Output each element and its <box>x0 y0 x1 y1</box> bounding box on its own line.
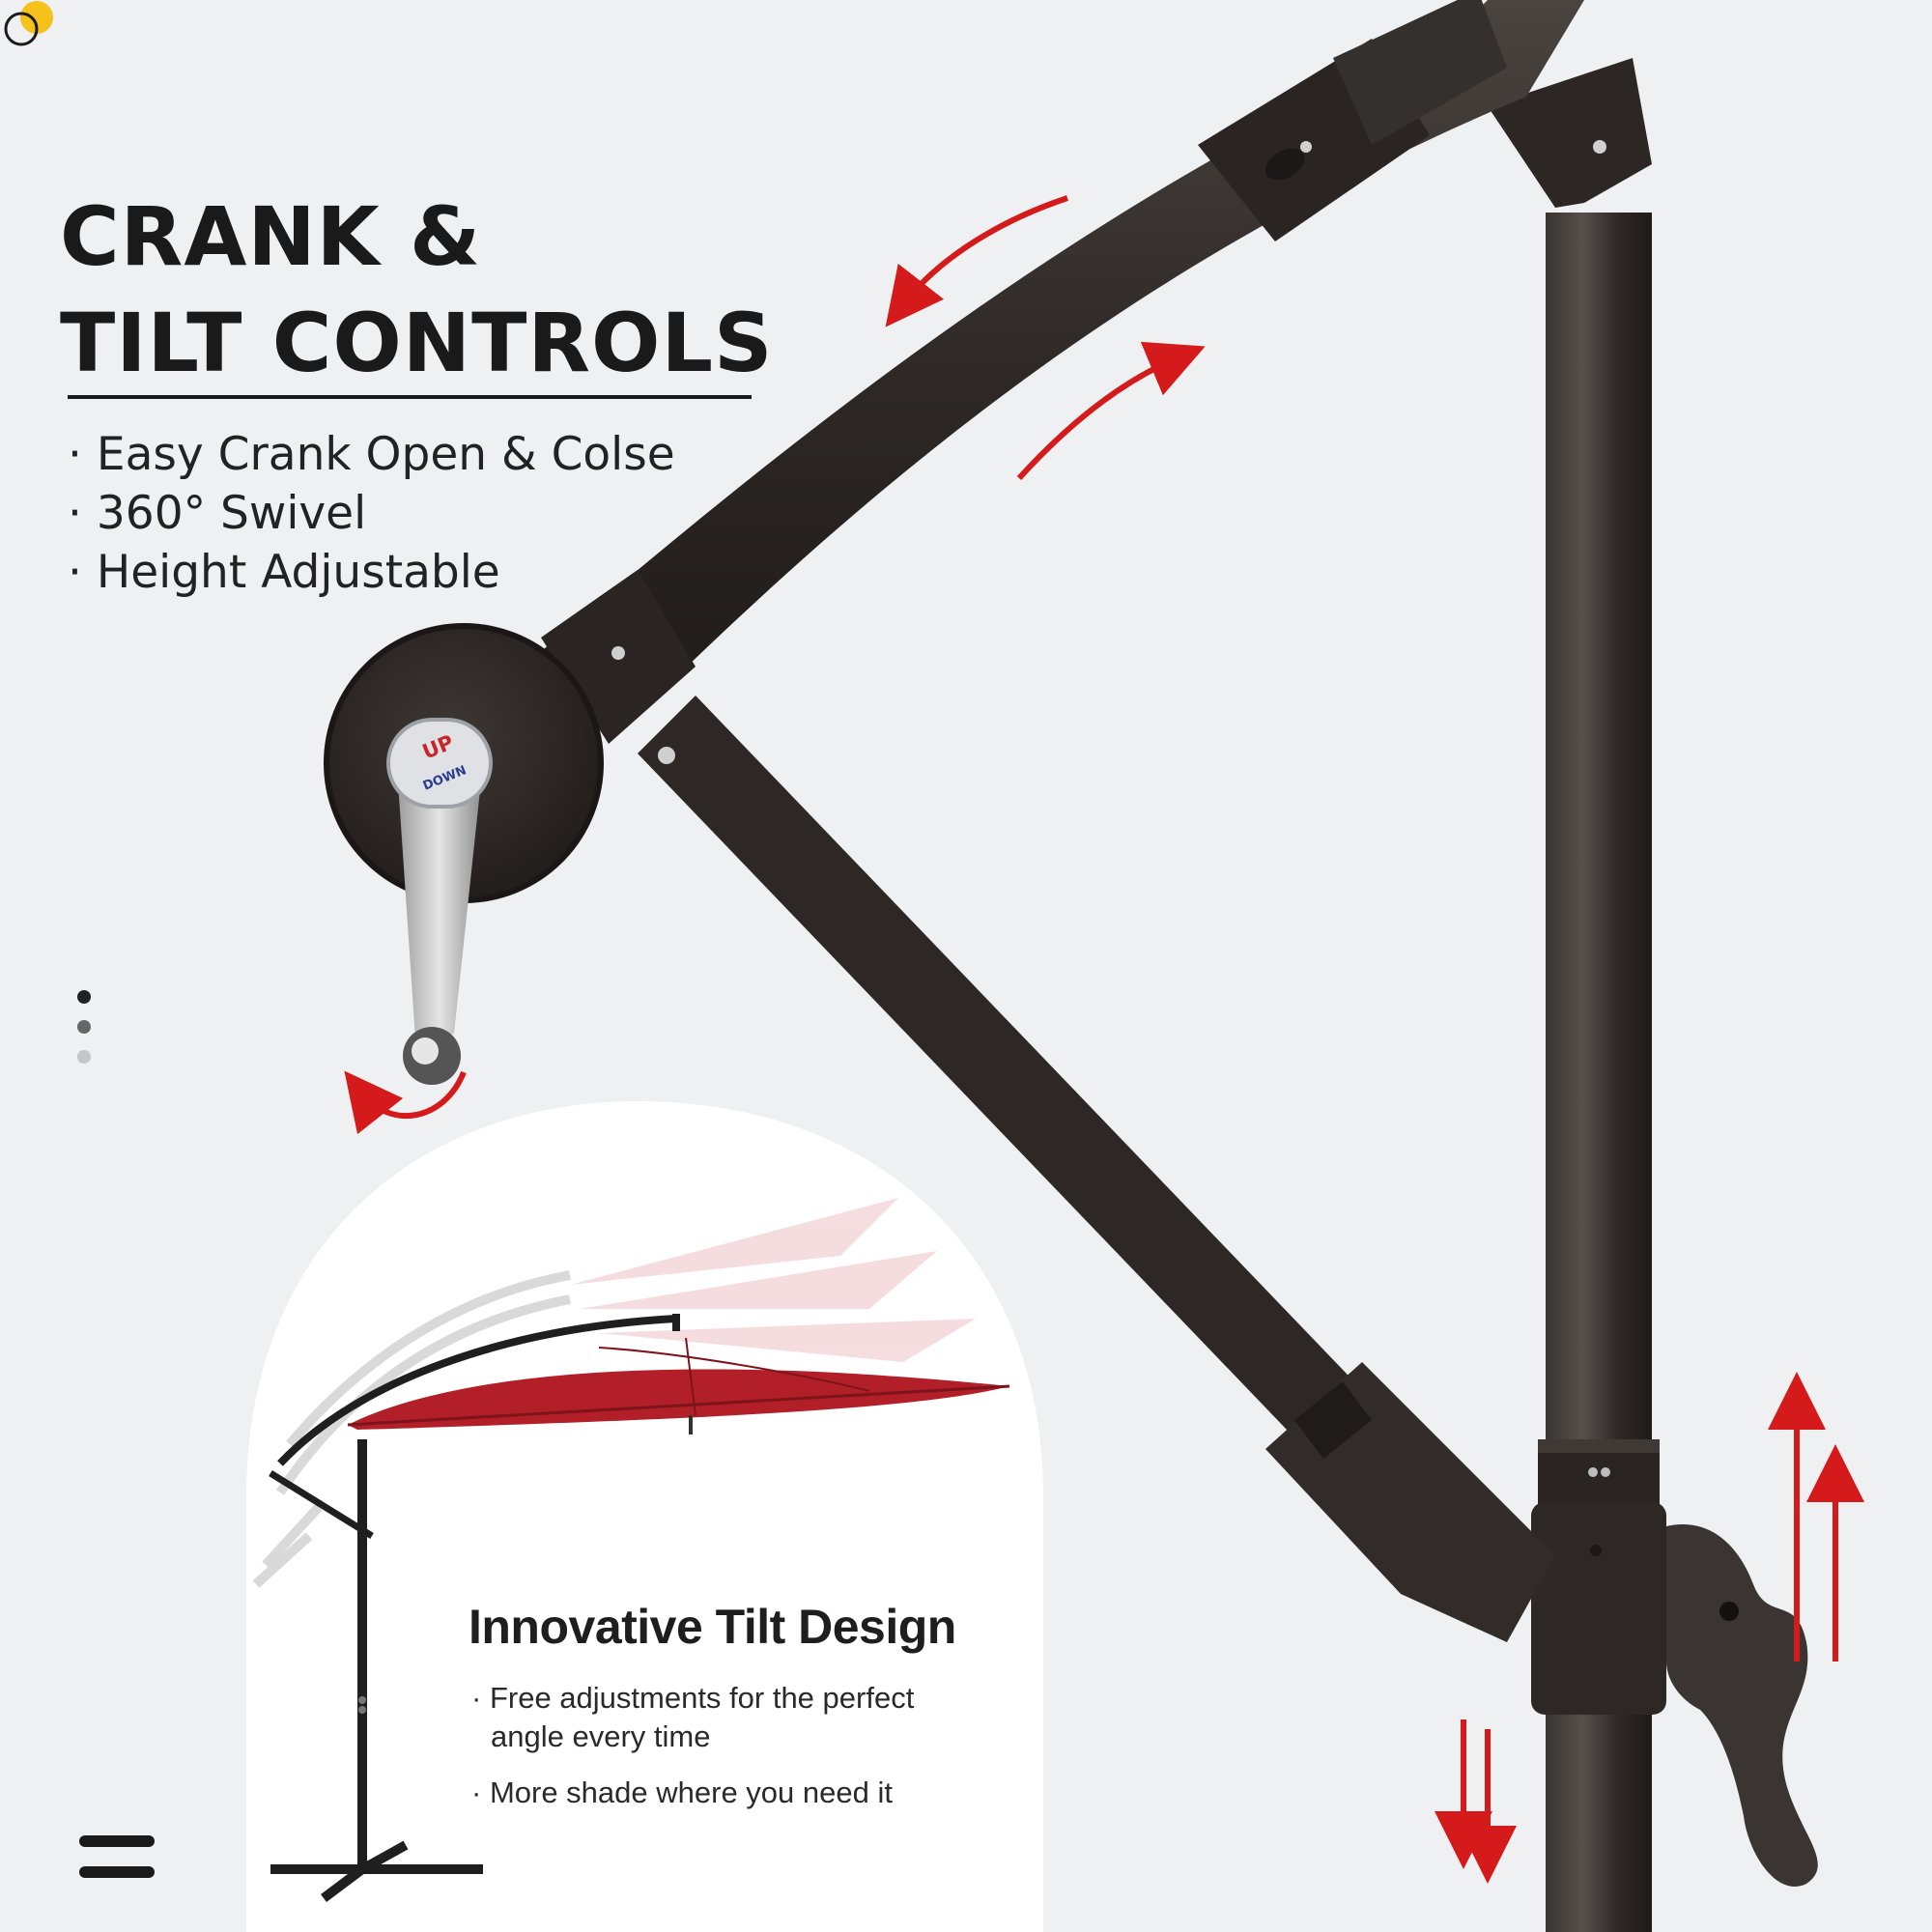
inset-umbrella-ghosts <box>252 1198 976 1588</box>
menu-bar <box>79 1835 155 1847</box>
tilt-lever <box>1666 1524 1818 1887</box>
top-joint <box>1488 58 1652 208</box>
menu-bar <box>79 1866 155 1878</box>
inset-points: Free adjustments for the perfect angle e… <box>471 1679 954 1830</box>
feature-item: Easy Crank Open & Colse <box>68 425 675 484</box>
inset-title: Innovative Tilt Design <box>469 1600 956 1654</box>
crank-handle-icon <box>386 718 493 1085</box>
feature-list: Easy Crank Open & Colse 360° Swivel Heig… <box>68 425 675 602</box>
motion-arrows <box>344 195 1864 1884</box>
menu-icon[interactable] <box>79 1835 155 1880</box>
curved-arm <box>512 0 1584 744</box>
headline: CRANK & TILT CONTROLS <box>60 184 773 396</box>
headline-divider <box>68 395 752 399</box>
pager-dot-active[interactable] <box>77 990 91 1004</box>
image-pager[interactable] <box>77 990 93 1080</box>
feature-item: Height Adjustable <box>68 543 675 602</box>
headline-line-2: TILT CONTROLS <box>60 296 774 390</box>
support-strut <box>638 696 1555 1642</box>
pager-dot[interactable] <box>77 1050 91 1064</box>
inset-point: More shade where you need it <box>471 1774 954 1812</box>
main-pole <box>1531 213 1666 1932</box>
headline-line-1: CRANK & <box>60 189 482 284</box>
logo-icon <box>4 1 53 46</box>
inset-point: Free adjustments for the perfect angle e… <box>471 1679 954 1756</box>
pager-dot[interactable] <box>77 1020 91 1034</box>
inset-umbrella <box>269 1314 1010 1902</box>
feature-item: 360° Swivel <box>68 484 675 543</box>
